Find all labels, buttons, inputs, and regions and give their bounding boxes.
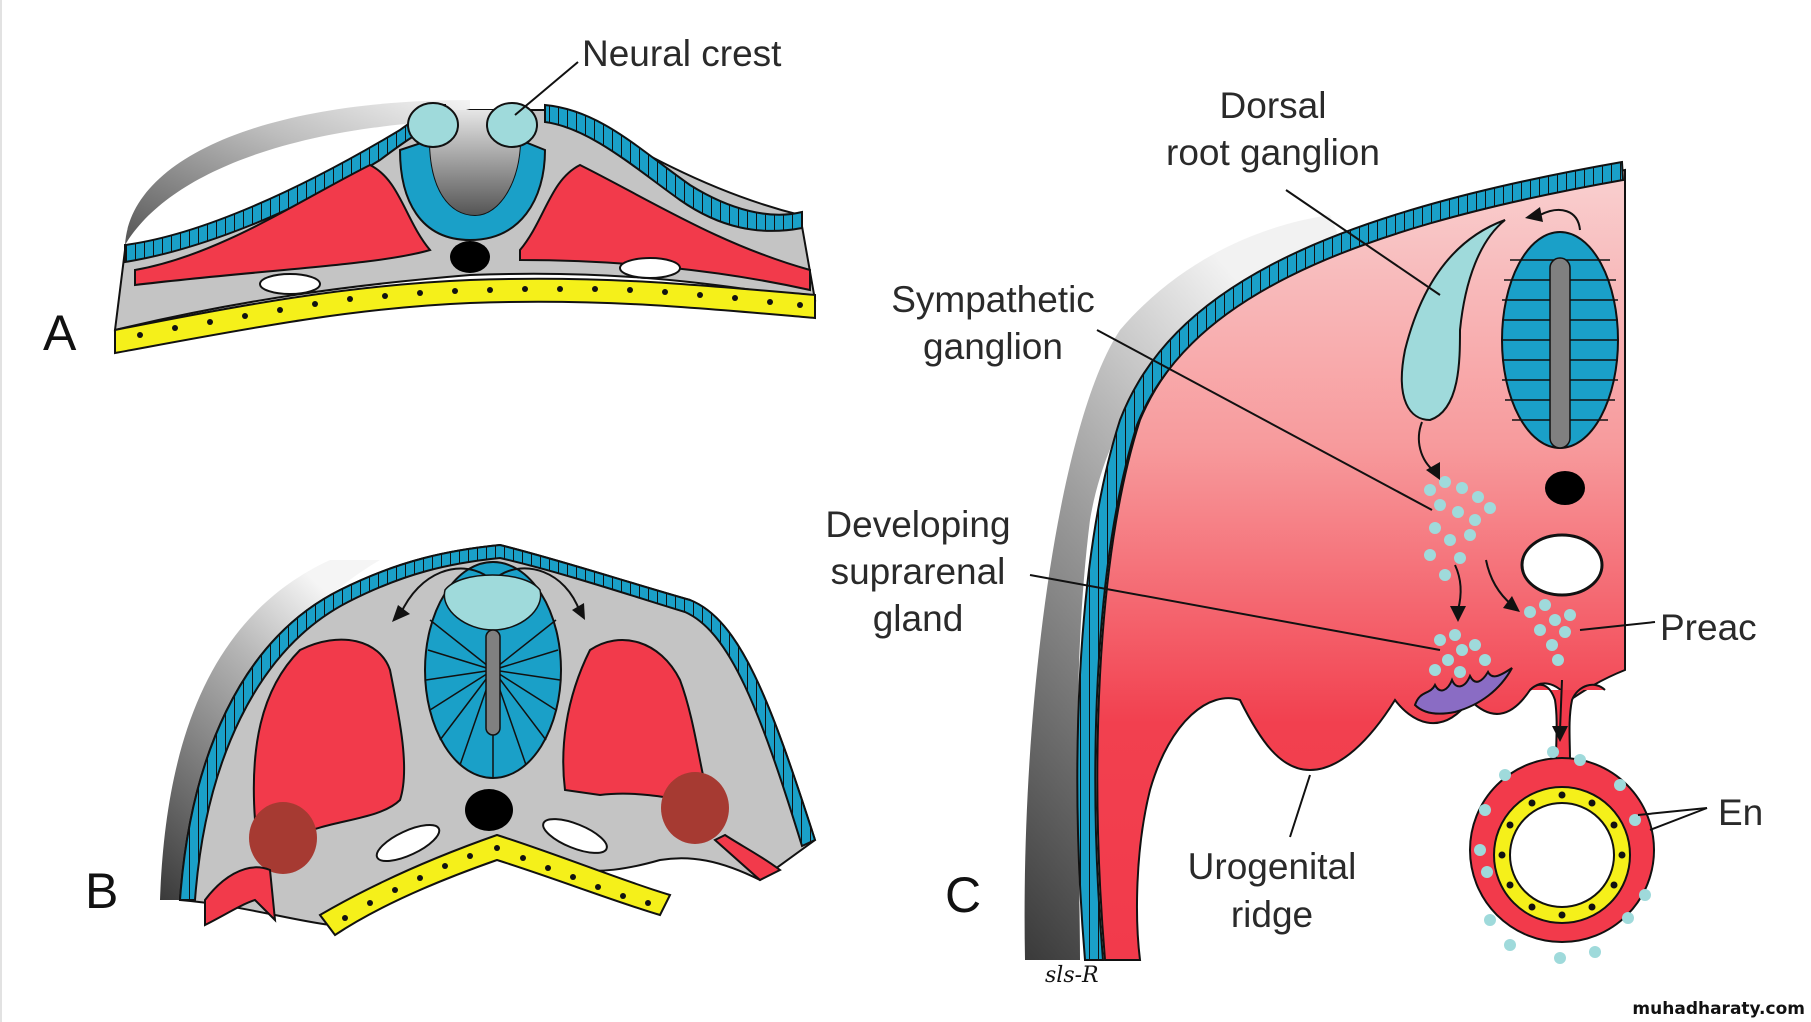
aorta-right-a [619, 257, 681, 279]
urogenital-leader [1289, 774, 1311, 838]
neural-crest-leader [514, 61, 579, 116]
panel-letter-c: C [945, 867, 981, 923]
sympathetic-cells [1424, 476, 1496, 581]
panel-b-shadow [160, 560, 380, 900]
notochord-a [450, 241, 490, 273]
panel-a-ectoderm-right [544, 103, 803, 232]
label-neural-crest: Neural crest [582, 33, 782, 74]
label-suprarenal-3: gland [873, 598, 964, 639]
migration-arrowhead-1 [1426, 462, 1440, 480]
drg-arrowhead [1525, 207, 1543, 222]
dorsal-root-ganglion [1400, 219, 1506, 422]
artist-signature: sls-R [1045, 963, 1099, 988]
aorta-c [1520, 533, 1604, 597]
preaortic-cells [1524, 599, 1576, 666]
aorta-left-a [259, 273, 321, 295]
gut-arrowhead [1552, 726, 1568, 742]
notochord-c [1545, 471, 1585, 505]
panel-b-endoderm-nuclei [342, 845, 651, 921]
gut-endoderm-nuclei [1498, 791, 1626, 919]
panel-c-shadow [1024, 215, 1340, 960]
neural-crest-left [407, 102, 459, 148]
left-border [0, 0, 2, 1022]
sclerotome-right [661, 772, 729, 844]
notochord-b [465, 789, 513, 831]
label-dorsal-1: Dorsal [1220, 85, 1327, 126]
neural-crest-b [443, 574, 542, 631]
label-urogenital-2: ridge [1231, 894, 1313, 935]
neural-canal-c [1549, 257, 1571, 449]
crest-arrow-right [499, 567, 581, 613]
neural-crest-right [486, 102, 538, 148]
gut-mesentery [1529, 683, 1606, 761]
drg-arrow [1539, 209, 1581, 231]
panel-b: B [85, 543, 817, 937]
preaortic-leader [1579, 621, 1656, 631]
crest-arrowhead-right [572, 603, 585, 620]
sympathetic-leader [1096, 329, 1433, 511]
sclerotome-left [249, 802, 317, 874]
suprarenal-leader [1029, 574, 1441, 651]
panel-a: Neural crest A [43, 33, 817, 361]
label-urogenital-1: Urogenital [1188, 846, 1357, 887]
panel-a-somite-left [134, 163, 432, 287]
panel-b-limb-right [713, 833, 782, 882]
panel-a-endoderm-nuclei [137, 286, 803, 338]
enteric-leader-2 [1649, 807, 1708, 831]
panel-letter-a: A [43, 305, 77, 361]
dorsal-leader [1285, 189, 1441, 296]
panel-b-somite-left [252, 638, 406, 837]
neural-canal-b [485, 629, 501, 736]
aorta-right-b [542, 818, 608, 854]
enteric-cells [1474, 746, 1651, 964]
migration-arrowhead-3 [1503, 596, 1520, 612]
panel-b-ectoderm [178, 543, 817, 901]
label-sympathetic-1: Sympathetic [891, 279, 1095, 320]
label-enteric: En [1718, 792, 1763, 833]
label-dorsal-2: root ganglion [1166, 132, 1380, 173]
panel-b-limb-left [204, 866, 277, 927]
watermark: muhadharaty.com [1632, 999, 1805, 1019]
label-suprarenal-1: Developing [825, 504, 1010, 545]
label-preaortic: Preac [1660, 607, 1757, 648]
gut-arrow [1559, 679, 1563, 731]
aorta-left-b [375, 823, 441, 863]
panel-a-endoderm [114, 277, 816, 355]
suprarenal-cells [1429, 629, 1491, 678]
label-sympathetic-2: ganglion [923, 326, 1063, 367]
crest-arrowhead-left [392, 605, 410, 622]
suprarenal-gland [1413, 667, 1513, 715]
migration-arrowhead-2 [1450, 606, 1466, 622]
label-suprarenal-2: suprarenal [831, 551, 1006, 592]
panel-c-ectoderm [1076, 160, 1625, 961]
panel-c: Dorsal root ganglion Sympathetic ganglio… [825, 85, 1763, 988]
gut-lumen [1509, 802, 1615, 908]
crest-arrow-left [399, 567, 486, 616]
enteric-leader-1 [1637, 807, 1708, 816]
panel-letter-b: B [85, 863, 118, 919]
